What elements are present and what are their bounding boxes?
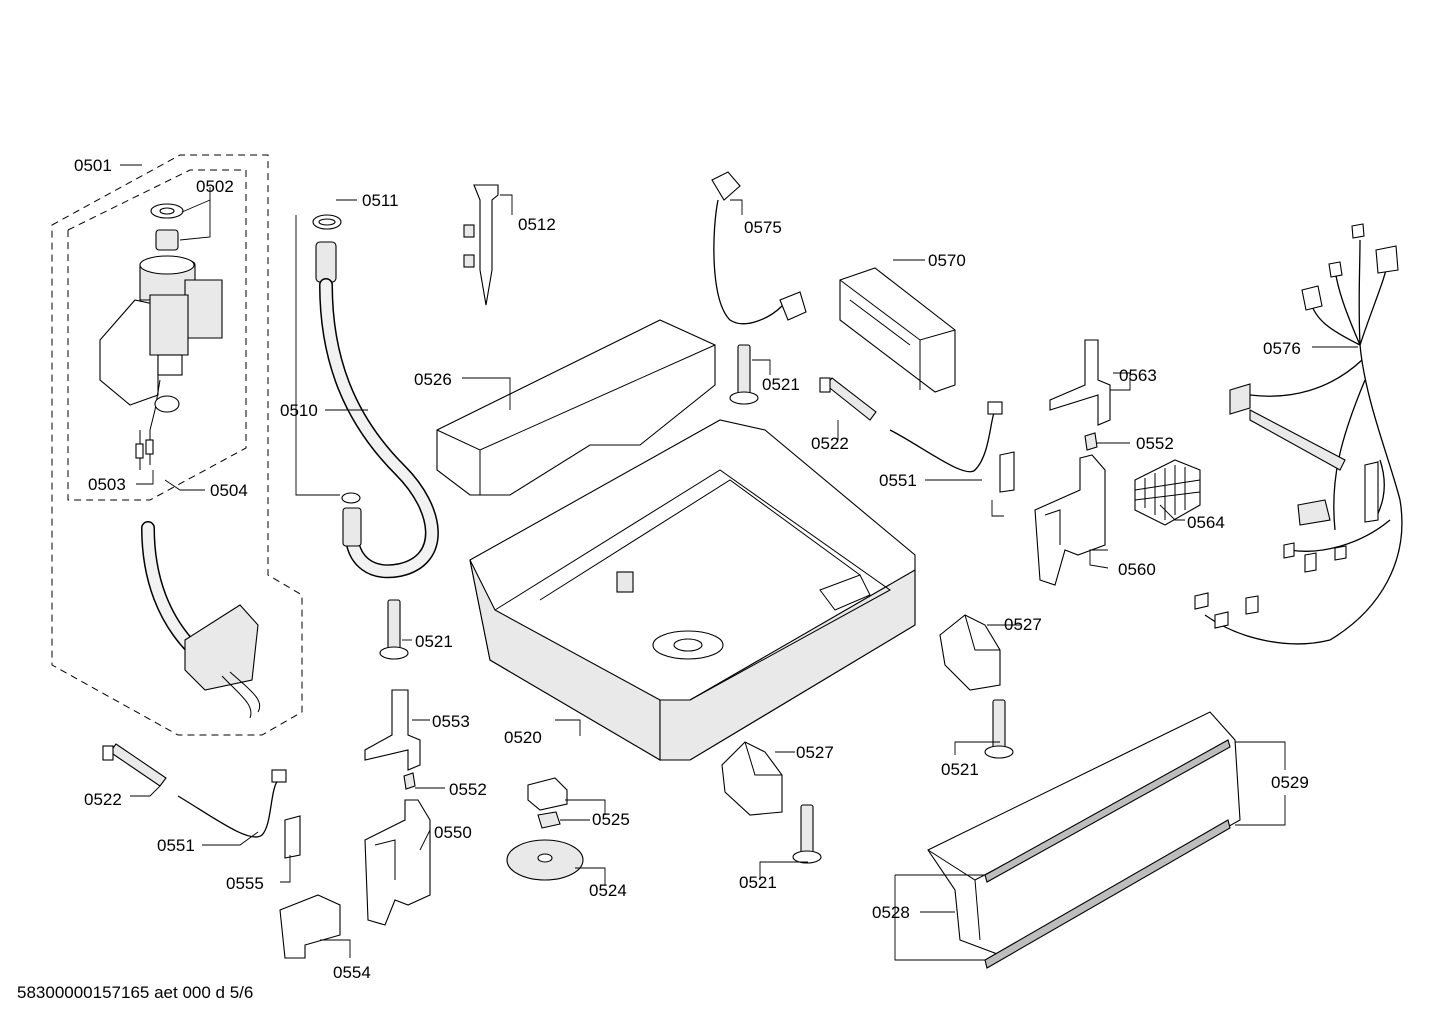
label-0553: 0553 [432,712,470,731]
label-0521-c: 0521 [941,760,979,779]
label-0511: 0511 [362,191,399,210]
bracket-0560-part [1034,454,1106,586]
screw-0521-d-part [792,804,822,864]
label-0529: 0529 [1271,773,1309,792]
label-0563: 0563 [1119,366,1157,385]
label-0522-b: 0522 [84,790,122,809]
label-0502: 0502 [196,177,234,196]
label-0521-d: 0521 [739,873,777,892]
label-0570: 0570 [928,251,966,270]
bracket-0563-part [1049,339,1111,426]
label-0520: 0520 [504,728,542,747]
cover-0554-part [279,894,341,959]
label-0526: 0526 [414,370,452,389]
power-cable-part [711,171,807,325]
label-0527-a: 0527 [1004,615,1042,634]
label-0575: 0575 [744,218,782,237]
label-0521-b: 0521 [415,632,453,651]
hinge-0550-part [364,799,431,926]
label-0527-b: 0527 [796,743,834,762]
label-0552-a: 0552 [1136,434,1174,453]
drawing-footer: 58300000157165 aet 000 d 5/6 [17,983,253,1002]
leader-lines [120,164,1358,961]
label-0564: 0564 [1187,513,1225,532]
clip-0552-a-part [1084,432,1098,451]
clip-0552-b-part [403,772,416,790]
cable-cage-part [1134,459,1201,526]
wiring-harness-part [1194,223,1403,645]
inlet-valve-part [99,203,223,470]
label-0552-b: 0552 [449,780,487,799]
label-0524: 0524 [589,881,627,900]
label-0504: 0504 [210,481,248,500]
label-0554: 0554 [333,963,371,982]
screw-0521-b-part [379,599,409,660]
label-0510: 0510 [280,401,318,420]
label-0503: 0503 [88,475,126,494]
label-0512: 0512 [518,215,556,234]
label-0522-a: 0522 [811,434,849,453]
cover-panel-part [436,319,716,496]
foot-0527-a-part [939,614,1001,691]
label-0525: 0525 [592,810,630,829]
label-0501: 0501 [74,156,112,175]
disc-0524-part [506,839,584,881]
plinth-0528-part [927,711,1241,969]
label-0576: 0576 [1263,339,1301,358]
control-module-part [839,267,956,393]
foot-0527-b-part [721,741,783,816]
aquastop-hose-part [141,521,261,719]
drain-hose-part [312,214,439,579]
base-frame-part [469,419,916,761]
label-0551-a: 0551 [879,471,917,490]
assembly-0501-boundary [51,154,303,736]
label-0550: 0550 [434,823,472,842]
screw-0521-c-part [984,699,1014,759]
hinge-0553-part [364,689,421,771]
sensor-cable-0551-a-part [889,401,1015,493]
sensor-cable-0551-b-part [177,769,301,859]
label-0560: 0560 [1118,560,1156,579]
label-0551-b: 0551 [157,836,195,855]
label-0555: 0555 [226,874,264,893]
part-labels: 0501 0502 0503 0504 0510 0511 0512 0575 … [74,156,1309,982]
label-0521-a: 0521 [762,375,800,394]
pressure-spring-0522-a-part [819,377,877,421]
label-0528: 0528 [872,903,910,922]
screw-0521-a-part [729,344,759,405]
pressure-spring-0522-b-part [102,743,167,787]
support-rail-part [463,184,499,306]
switch-0525-part [527,777,568,829]
